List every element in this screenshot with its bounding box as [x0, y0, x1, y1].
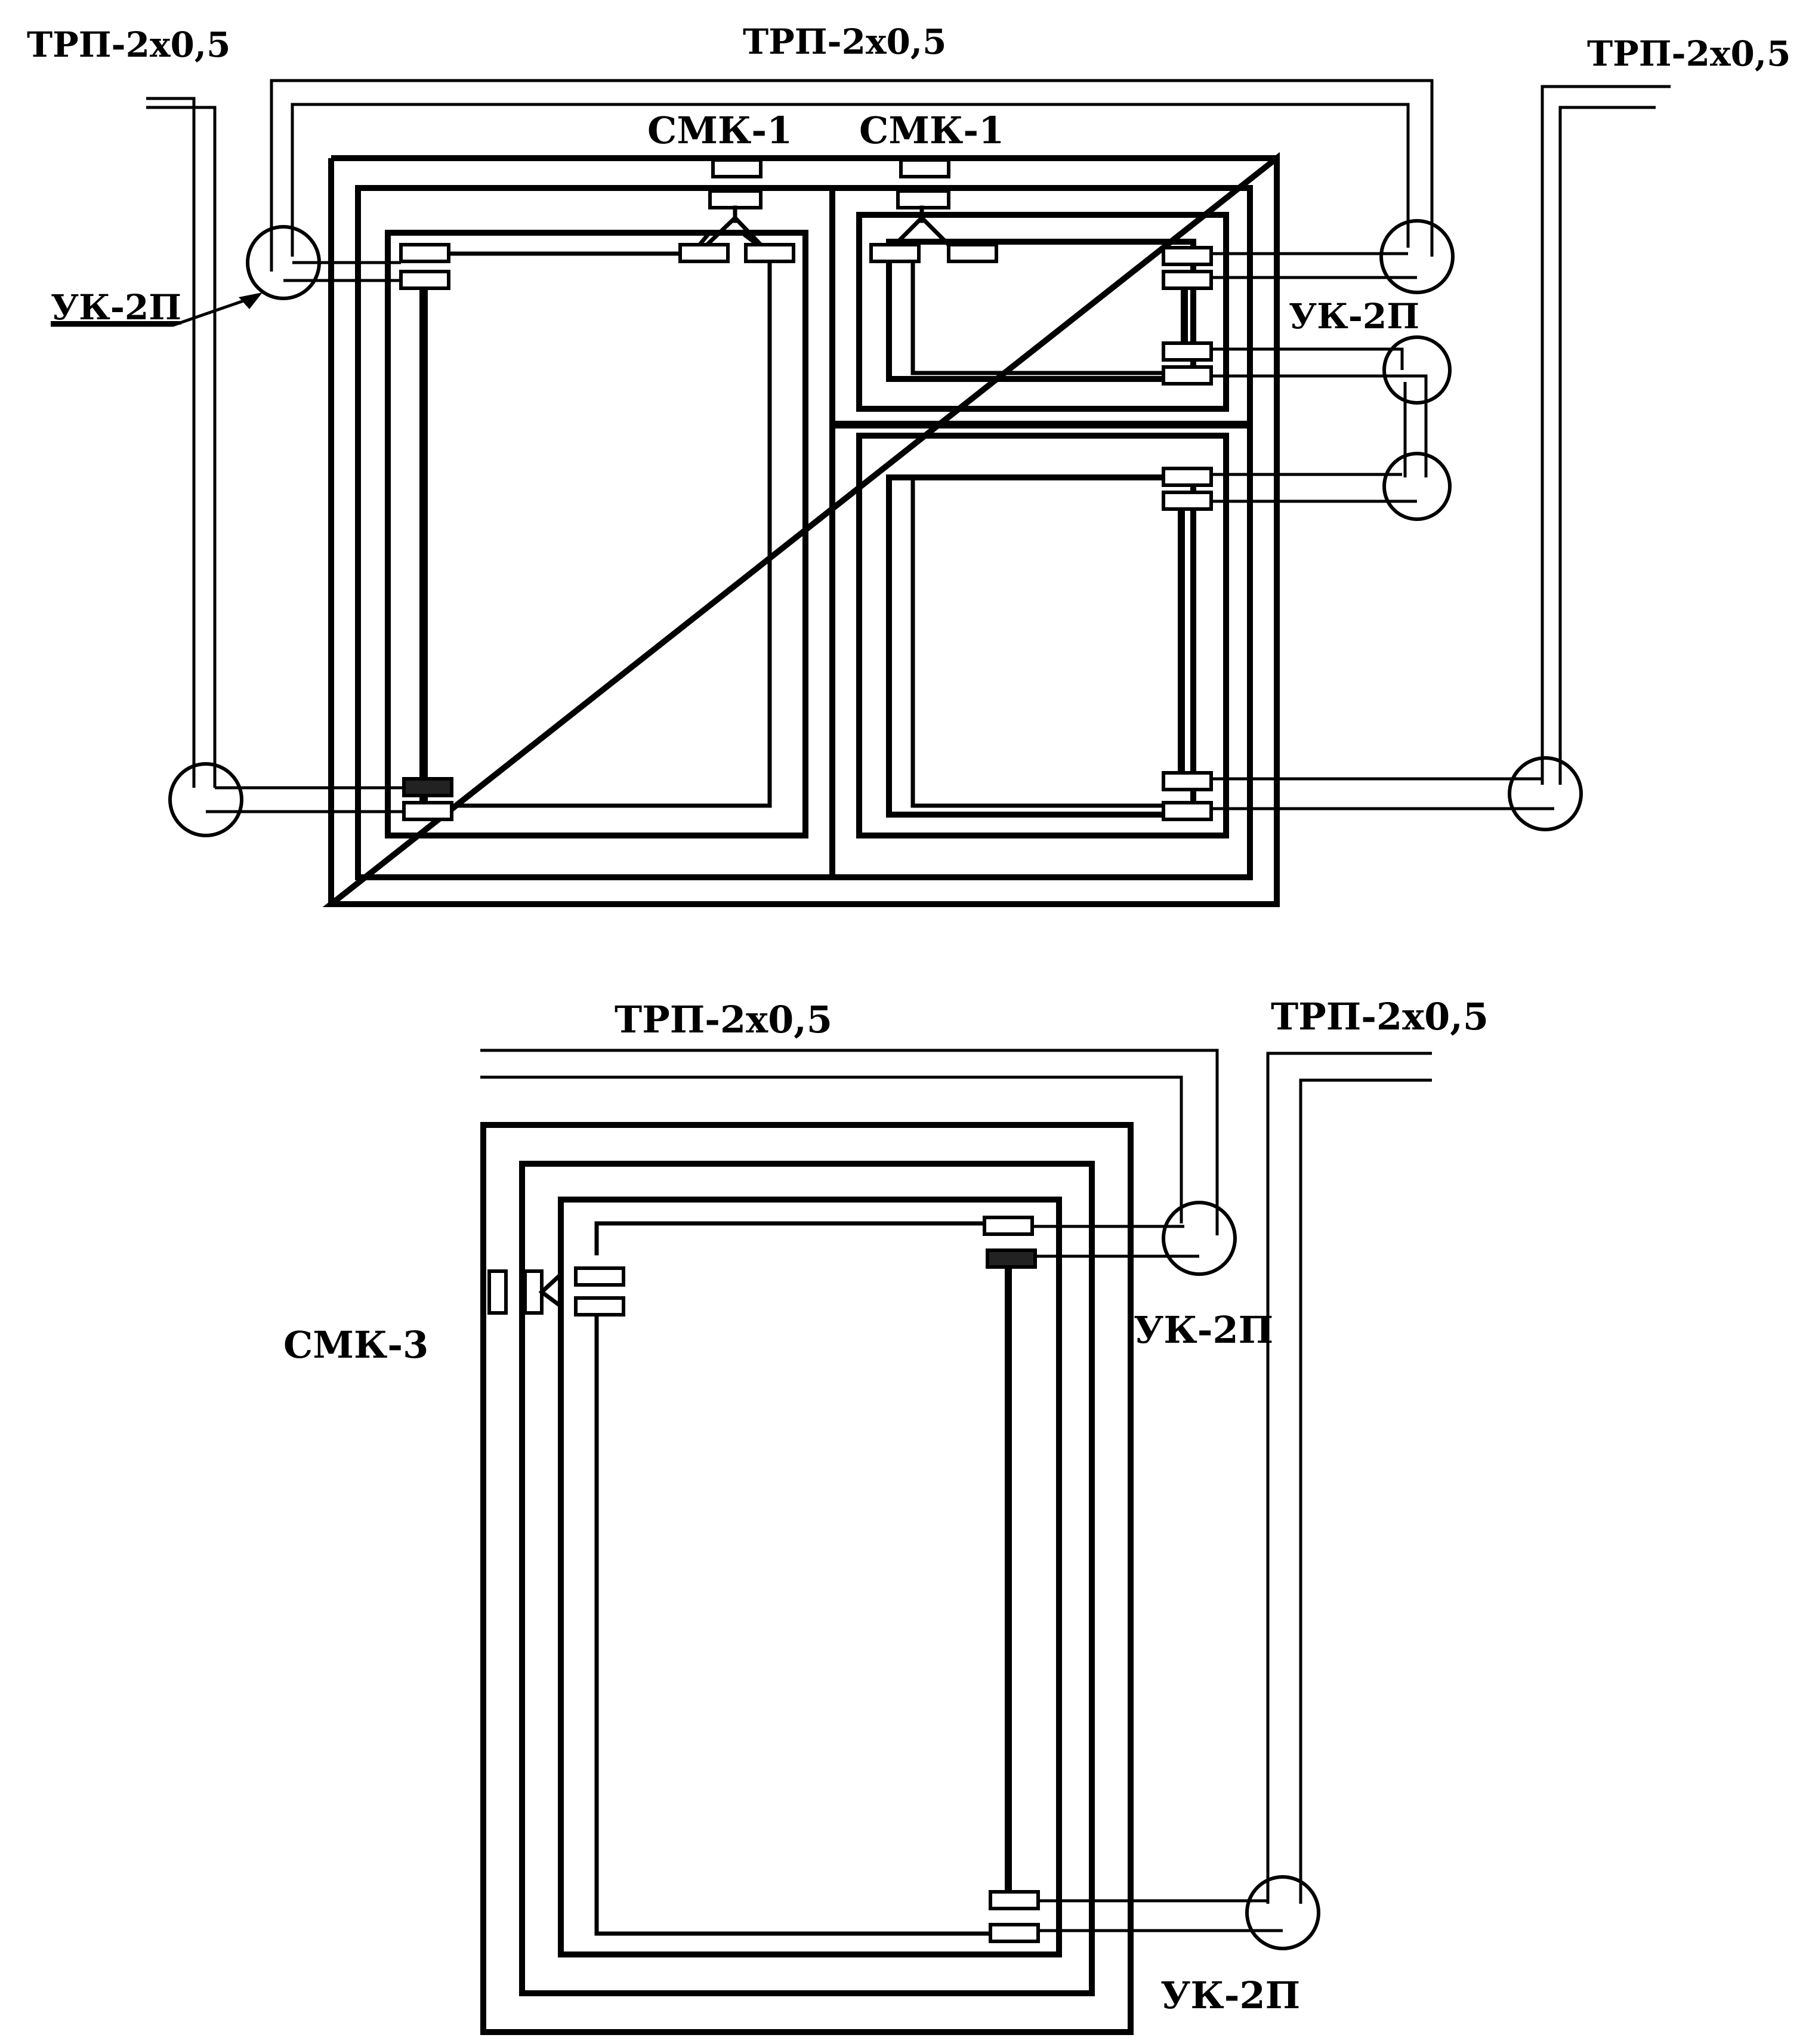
cable-label-top-right: ТРП-2х0,5 — [1587, 33, 1791, 74]
box-label-bottom-low: УК-2П — [1160, 1974, 1300, 2017]
cable-label-top-center: ТРП-2х0,5 — [743, 21, 946, 62]
cable-label-bottom-center: ТРП-2х0,5 — [615, 998, 832, 1041]
top-right-upper-loop — [910, 251, 1188, 375]
cable-label-top-left: ТРП-2х0,5 — [27, 24, 230, 65]
sensor-smk1-left — [678, 158, 795, 263]
top-terminal-blocks — [399, 243, 1213, 821]
sensor-label-smk1-right: СМК-1 — [859, 109, 1004, 152]
top-window-frame — [322, 152, 1280, 907]
top-window-diagram: ТРП-2х0,5 ТРП-2х0,5 ТРП-2х0,5 СМК-1 СМК-… — [27, 21, 1791, 907]
bottom-door-frame — [480, 1122, 1134, 2035]
box-label-top-left: УК-2П — [51, 287, 181, 328]
bottom-door-diagram: ТРП-2х0,5 ТРП-2х0,5 СМК-3 УК-2П УК-2П — [283, 995, 1489, 2035]
sensor-label-smk3: СМК-3 — [283, 1323, 428, 1367]
box-label-bottom-mid: УК-2П — [1134, 1308, 1273, 1352]
sensor-smk3 — [487, 1266, 625, 1317]
junction-boxes-bottom — [1162, 1201, 1320, 1950]
bottom-terminal-blocks — [983, 1216, 1040, 1943]
bottom-cable-runs — [480, 1049, 1432, 1932]
box-label-top-right: УК-2П — [1289, 296, 1419, 337]
sensor-smk1-right — [869, 158, 998, 263]
top-left-sash-loop — [415, 233, 772, 808]
bottom-inner-loop — [594, 1221, 1012, 1936]
cable-label-bottom-right: ТРП-2х0,5 — [1271, 995, 1489, 1038]
top-cable-runs — [51, 79, 1671, 813]
sensor-label-smk1-left: СМК-1 — [647, 109, 792, 152]
top-right-lower-loop — [910, 475, 1185, 808]
